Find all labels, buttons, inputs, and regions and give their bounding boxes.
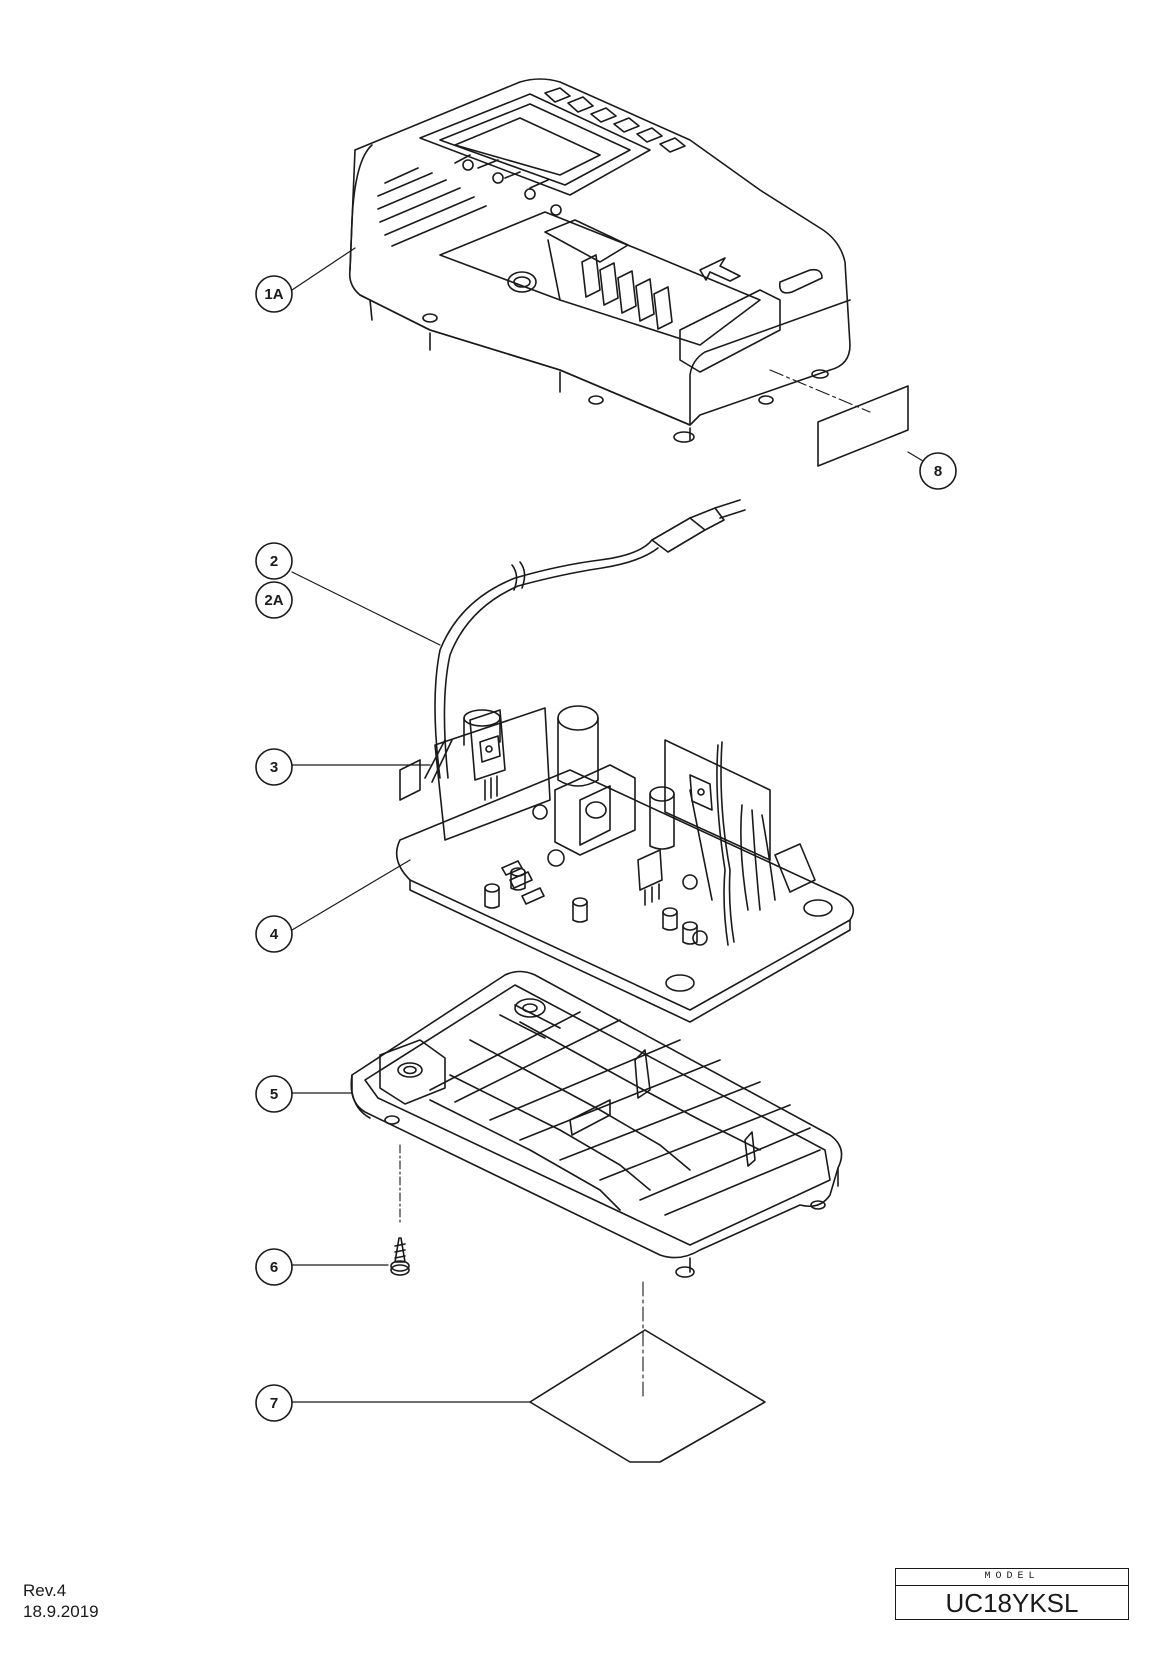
callout-2a-label: 2A bbox=[264, 592, 283, 609]
revision-date: 18.9.2019 bbox=[23, 1602, 99, 1621]
power-cord bbox=[424, 539, 659, 783]
callout-2a: 2A bbox=[255, 581, 293, 619]
circuit-board-assembly bbox=[395, 705, 855, 1023]
callout-2-label: 2 bbox=[270, 553, 278, 570]
tapping-screw bbox=[390, 1144, 410, 1276]
callout-8-label: 8 bbox=[934, 463, 942, 480]
callout-4-label: 4 bbox=[270, 926, 279, 943]
charger-top-housing bbox=[348, 78, 851, 443]
callout-5: 5 bbox=[255, 1075, 293, 1113]
callout-6: 6 bbox=[255, 1248, 293, 1286]
callout-3: 3 bbox=[255, 748, 293, 786]
callout-5-label: 5 bbox=[270, 1086, 278, 1103]
bottom-label-sticker bbox=[529, 1281, 766, 1463]
model-box: MODEL UC18YKSL bbox=[895, 1568, 1129, 1620]
model-name: UC18YKSL bbox=[945, 1588, 1079, 1618]
callout-3-label: 3 bbox=[270, 759, 278, 776]
revision-number: Rev.4 bbox=[23, 1581, 67, 1600]
callout-6-label: 6 bbox=[270, 1259, 278, 1276]
callout-2: 2 bbox=[255, 542, 293, 580]
model-label: MODEL bbox=[896, 1569, 1128, 1586]
callout-7: 7 bbox=[255, 1384, 293, 1422]
power-plug bbox=[651, 499, 746, 553]
leader-lines bbox=[291, 247, 939, 1403]
callout-1a: 1A bbox=[255, 275, 293, 313]
revision-block: Rev.4 18.9.2019 bbox=[23, 1580, 99, 1622]
callout-1a-label: 1A bbox=[264, 286, 283, 303]
callout-4: 4 bbox=[255, 915, 293, 953]
callout-8: 8 bbox=[919, 452, 957, 490]
rating-label-sticker bbox=[769, 369, 909, 467]
charger-bottom-case bbox=[350, 970, 843, 1278]
callout-7-label: 7 bbox=[270, 1395, 278, 1412]
